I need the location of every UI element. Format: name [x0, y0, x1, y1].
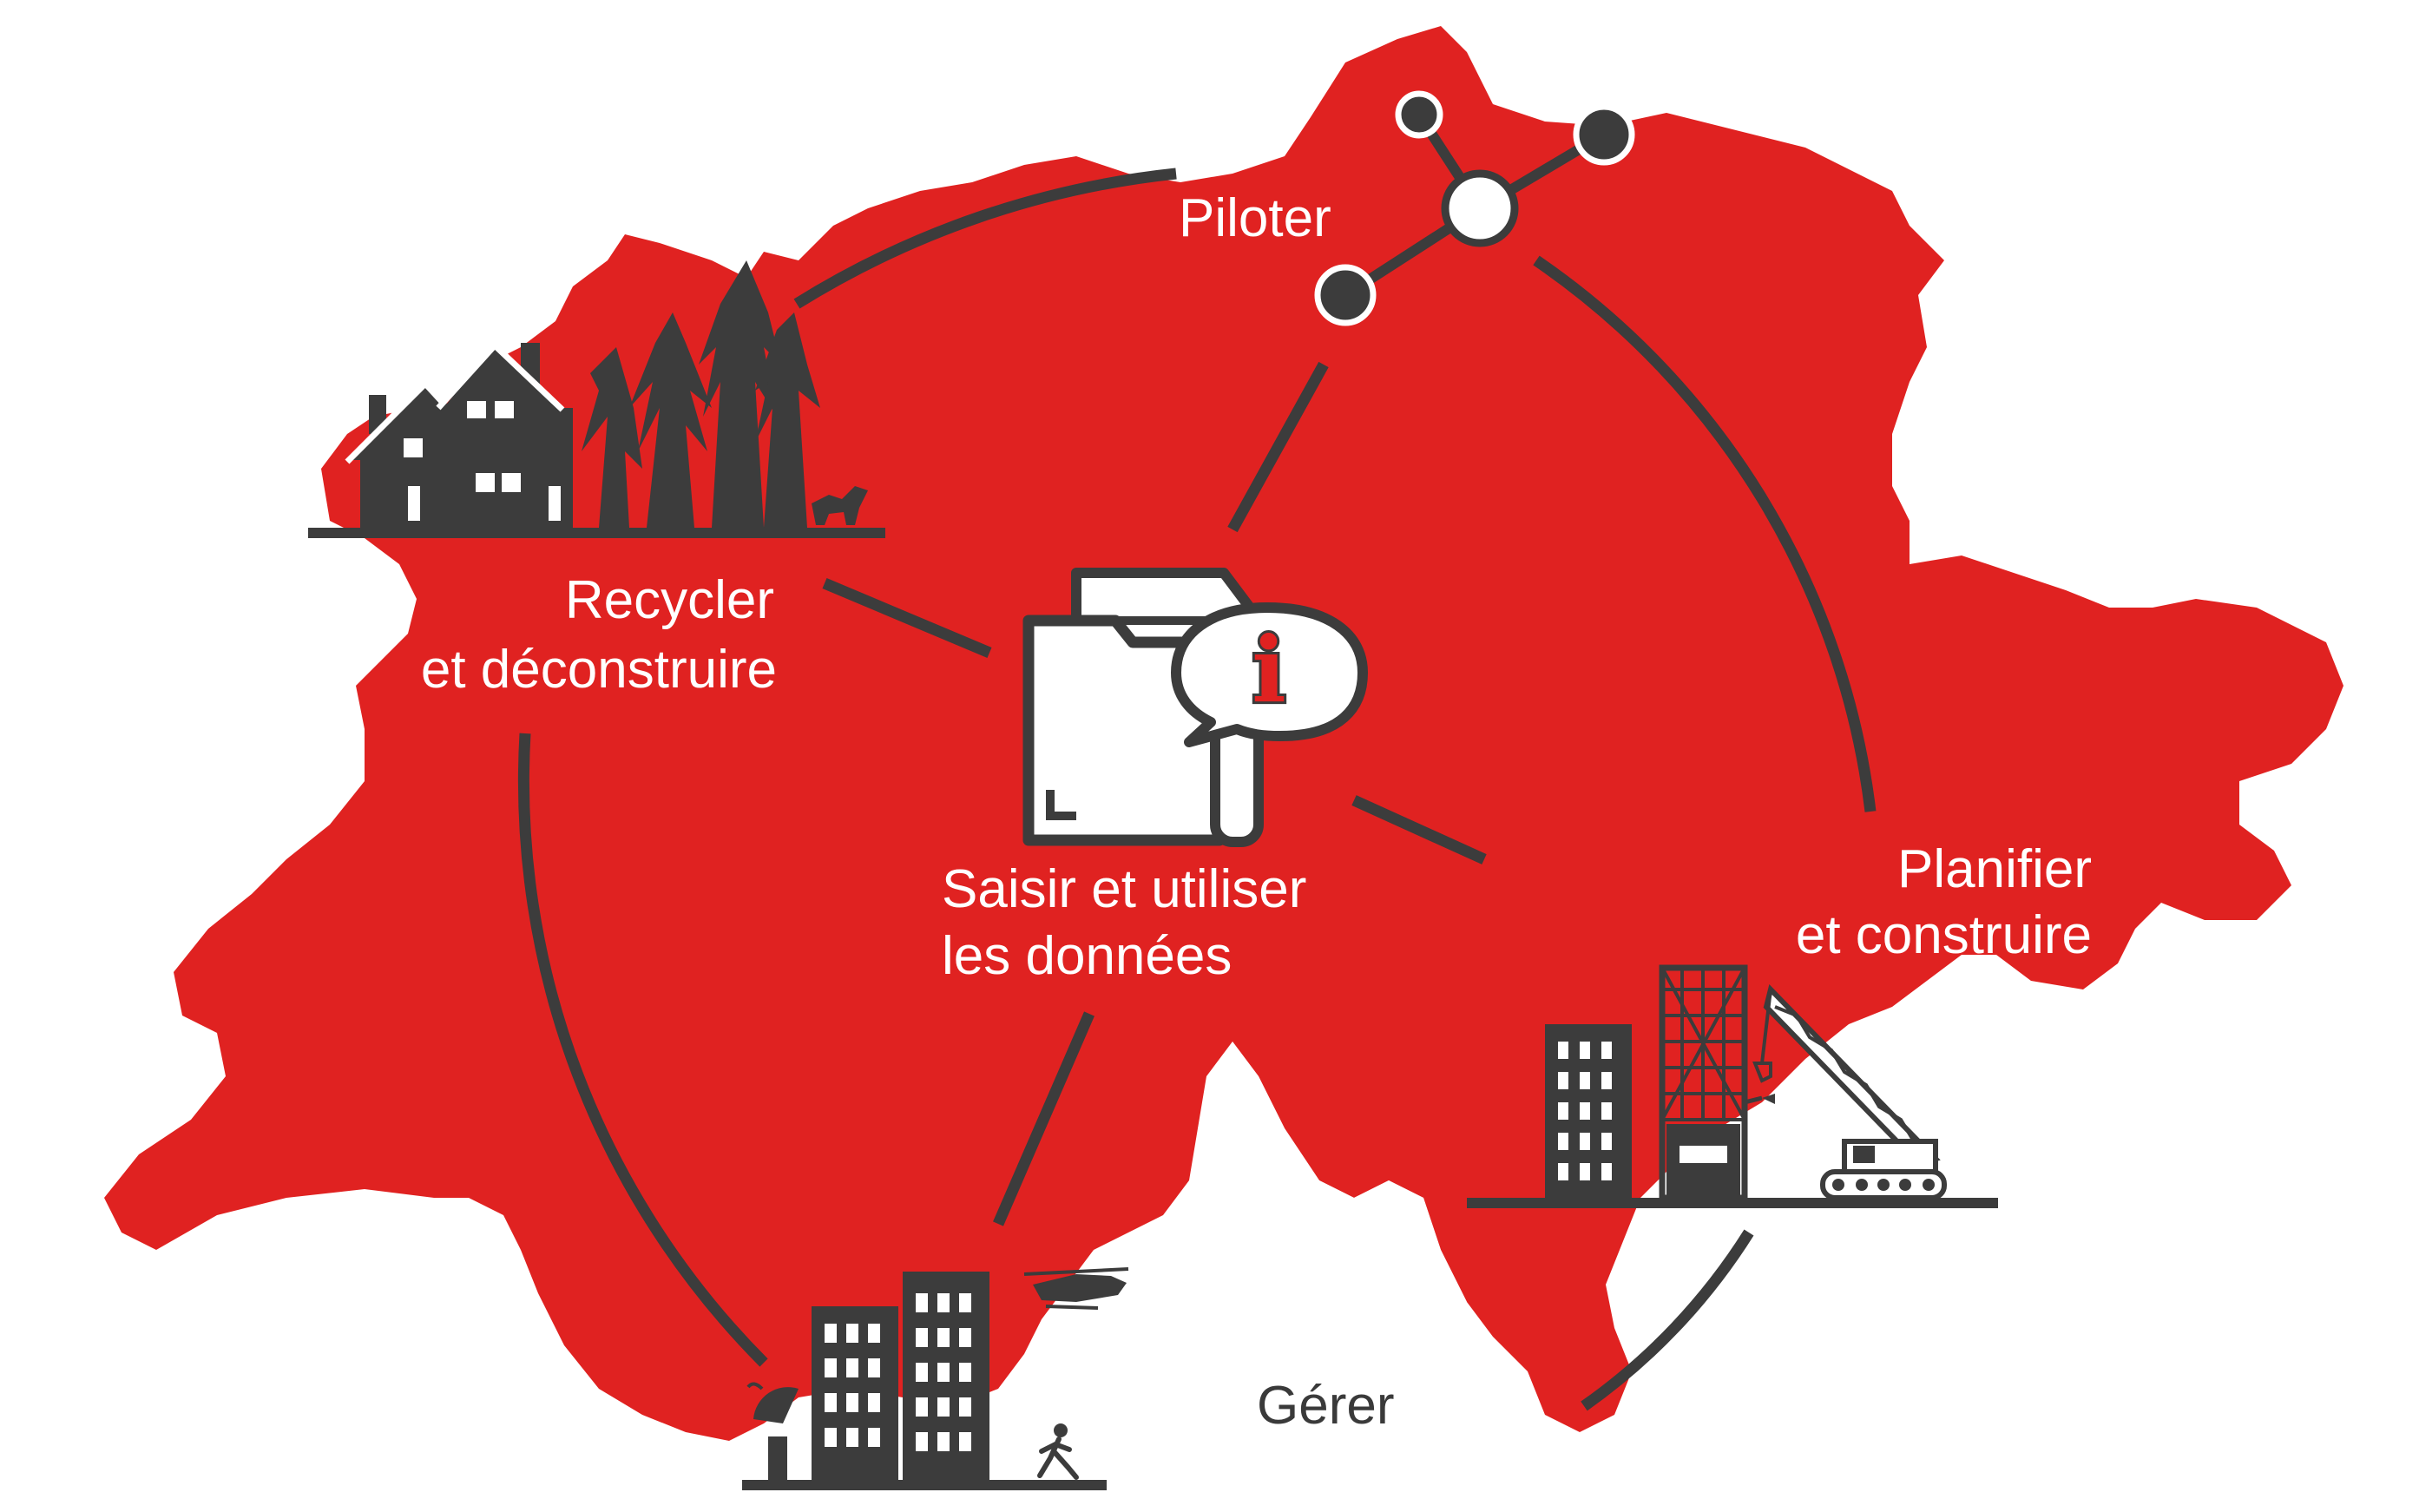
network-nodes-icon: [1314, 90, 1635, 326]
info-glyph: i: [1252, 616, 1286, 723]
label-recycler-line1: Recycler: [565, 570, 774, 630]
ring-segment-bottom-right: [1581, 1229, 1754, 1411]
label-planifier-line1: Planifier: [1897, 839, 2092, 899]
spoke-to-gerer: [993, 1011, 1094, 1226]
city-buildings-icon: [742, 1267, 1129, 1490]
document-folder-info-icon: i: [1022, 568, 1368, 847]
southern-border-notch: [1198, 1042, 1467, 1371]
ring-segment-top-right: [1533, 255, 1877, 812]
label-planifier-line2: et construire: [1796, 905, 2092, 965]
spoke-to-recycler: [822, 578, 992, 658]
spoke-to-piloter: [1227, 361, 1329, 533]
label-recycler-line2: et déconstruire: [421, 640, 777, 700]
lake-geneva-shape: [156, 1189, 521, 1285]
label-center-line2: les données: [942, 926, 1232, 986]
label-gerer: Gérer: [1257, 1376, 1394, 1436]
label-center-line1: Saisir et utiliser: [942, 859, 1306, 919]
spoke-to-planifier: [1351, 795, 1487, 864]
house-forest-icon: [308, 260, 885, 538]
ring-segment-top-left: [793, 168, 1177, 309]
construction-site-crane-icon: [1467, 964, 1998, 1208]
ring-segment-left: [517, 733, 768, 1367]
label-piloter: Piloter: [1179, 188, 1331, 248]
